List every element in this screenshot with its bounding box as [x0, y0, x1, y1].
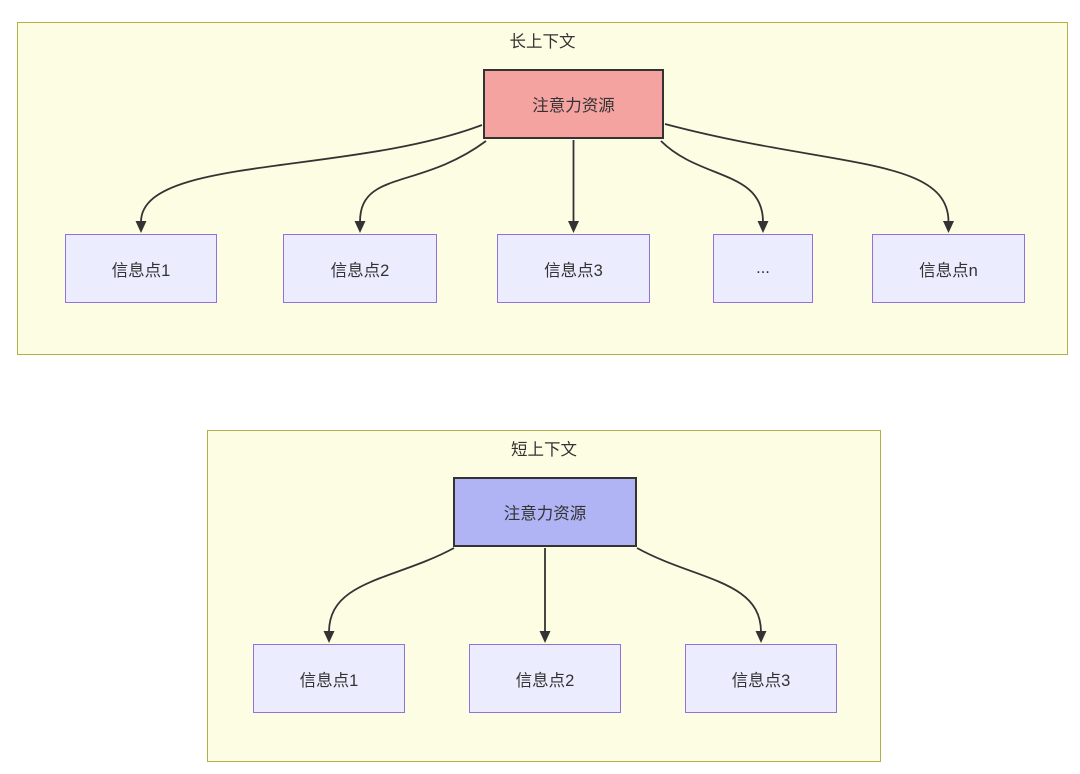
info-node-long-2: 信息点2	[283, 234, 437, 303]
long-context-title: 长上下文	[509, 33, 576, 51]
info-node-long-1: 信息点1	[65, 234, 217, 303]
info-node-long-n: 信息点n	[872, 234, 1025, 303]
info-node-short-2: 信息点2	[469, 644, 621, 713]
info-node-short-3: 信息点3	[685, 644, 837, 713]
info-node-long-ellipsis: ...	[713, 234, 813, 303]
attention-resource-node-long: 注意力资源	[483, 69, 664, 139]
info-node-long-3: 信息点3	[497, 234, 650, 303]
attention-resource-node-short: 注意力资源	[453, 477, 637, 547]
info-node-short-1: 信息点1	[253, 644, 405, 713]
short-context-title: 短上下文	[511, 441, 577, 459]
